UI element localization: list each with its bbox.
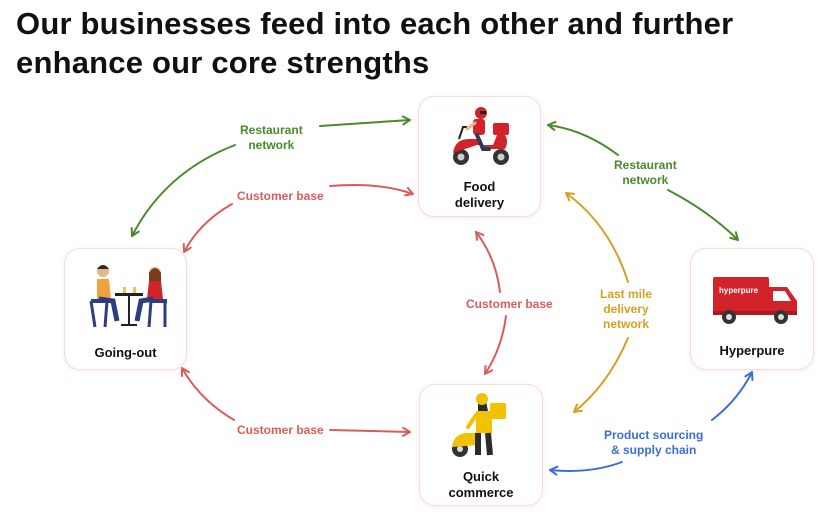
customer-base-label-top-left: Customer base <box>237 189 324 204</box>
restaurant-network-arrow-to-food-right <box>547 120 619 156</box>
last-mile-line-3: network <box>603 317 650 331</box>
restaurant-network-arrow-to-hyperpure <box>667 189 739 241</box>
product-sourcing-arrow-to-quick-commerce <box>549 461 623 476</box>
customer-base-bottom-left-text: Customer base <box>237 423 324 437</box>
customer-base-arrow-to-food-center <box>475 231 501 293</box>
customer-base-arrow-to-quick-commerce <box>484 315 507 375</box>
last-mile-arrow-to-food <box>565 192 629 283</box>
product-sourcing-line-2: & supply chain <box>610 443 697 457</box>
hyperpure-node: hyperpure Hyperpure <box>690 248 814 370</box>
customer-base-label-center: Customer base <box>466 297 553 312</box>
last-mile-line-1: Last mile <box>600 287 653 301</box>
food-delivery-node: Food delivery <box>418 96 541 217</box>
restaurant-network-right-line-2: network <box>622 173 669 187</box>
last-mile-label: Last mile delivery network <box>600 287 652 332</box>
quick-commerce-label-line-1: Quick <box>462 469 500 484</box>
restaurant-network-left-line-2: network <box>248 138 295 152</box>
product-sourcing-arrow-to-hyperpure <box>711 371 754 421</box>
product-sourcing-line-1: Product sourcing <box>604 428 704 442</box>
delivery-rider-icon <box>452 393 506 457</box>
last-mile-line-2: delivery <box>603 302 649 316</box>
restaurant-network-right-line-1: Restaurant <box>614 158 677 172</box>
restaurant-network-left-line-1: Restaurant <box>240 123 303 137</box>
food-delivery-label-line-1: Food <box>463 179 496 194</box>
truck-brand-text: hyperpure <box>719 286 759 295</box>
customer-base-arrow-to-going-out <box>182 203 233 253</box>
going-out-node: Going-out <box>64 248 187 370</box>
customer-base-top-left-text: Customer base <box>237 189 324 203</box>
page-title: Our businesses feed into each other and … <box>16 4 816 82</box>
restaurant-network-label-right: Restaurant network <box>614 158 677 188</box>
customer-base-center-text: Customer base <box>466 297 553 311</box>
food-delivery-label-line-2: delivery <box>454 195 505 210</box>
customer-base-label-bottom-left: Customer base <box>237 423 324 438</box>
delivery-truck-icon: hyperpure <box>713 277 797 324</box>
customer-base-arrow-to-quick-commerce-bottom <box>329 426 411 437</box>
quick-commerce-node: Quick commerce <box>419 384 543 506</box>
page-title-line-2: enhance our core strengths <box>16 45 430 80</box>
quick-commerce-label-line-2: commerce <box>448 485 514 500</box>
restaurant-network-arrow-to-food <box>319 115 411 127</box>
last-mile-arrow-to-quick-commerce <box>573 337 629 413</box>
going-out-label: Going-out <box>94 345 157 360</box>
restaurant-network-label-left: Restaurant network <box>240 123 303 153</box>
dining-couple-icon <box>89 265 167 328</box>
restaurant-network-arrow-to-going-out <box>130 144 236 237</box>
scooter-rider-icon <box>453 107 509 165</box>
page-title-line-1: Our businesses feed into each other and … <box>16 6 734 41</box>
hyperpure-label: Hyperpure <box>719 343 785 358</box>
product-sourcing-label: Product sourcing & supply chain <box>604 428 703 458</box>
customer-base-arrow-to-food <box>329 184 414 197</box>
customer-base-arrow-to-going-out-bottom <box>180 367 235 421</box>
